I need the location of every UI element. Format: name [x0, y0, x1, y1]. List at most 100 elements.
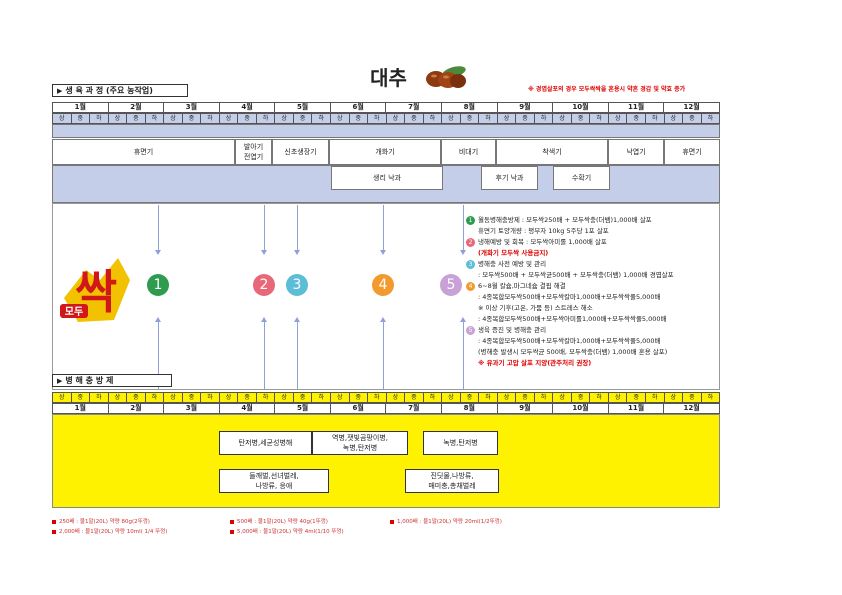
month-cell: 9월	[496, 102, 553, 113]
month-cell: 10월	[552, 102, 608, 113]
growth-section-label: ▶생 육 과 정 (주요 농작업)	[52, 84, 188, 97]
dekad-cell: 하	[533, 113, 553, 124]
stage-row: 휴면기 발아기 전엽기 신초생장기 개화기 비대기 착색기 낙엽기 휴면기	[52, 139, 720, 165]
red-square-icon	[230, 519, 234, 524]
step-marker-icon: 5	[466, 326, 475, 335]
instruction-line: (개화기 모두싹 사용금지)	[466, 248, 716, 259]
dekad-cell: 하	[255, 113, 275, 124]
dekad-cell: 하	[311, 113, 330, 124]
dekad-cell: 중	[348, 392, 368, 403]
dekad-cell: 하	[200, 113, 219, 124]
pest-box-blight: 역병,잿빛곰팡이병, 녹병,탄저병	[312, 431, 408, 455]
arrowhead-down-icon	[155, 250, 161, 255]
arrowhead-down-icon	[460, 250, 466, 255]
dekad-cell: 중	[459, 392, 479, 403]
dekad-cell: 중	[181, 113, 201, 124]
modu-ssak-logo: 싹 모두	[56, 250, 136, 330]
arrow-up-1	[158, 322, 159, 390]
dekad-cell: 중	[292, 113, 312, 124]
dekad-cell: 중	[126, 113, 145, 124]
pest-box-insects-1: 들깨벌,선녀벌레, 나방류, 응애	[219, 469, 329, 493]
step-circle-3: 3	[286, 274, 308, 296]
month-cell: 10월	[552, 403, 608, 414]
instruction-text: 냉해예방 및 회복 : 모두싹아미롤 1,000배 살포	[478, 238, 607, 246]
month-cell: 7월	[385, 102, 442, 113]
arrow-down-1	[158, 205, 159, 250]
instruction-text: : 4종복합모두싹500배+모두싹아미롤1,000배+모두싹싹풀5,000배	[478, 315, 667, 323]
dekad-cell: 하	[645, 113, 664, 124]
month-cell: 4월	[218, 102, 275, 113]
month-cell: 3월	[163, 403, 219, 414]
instruction-line: : 4종복합모두싹500배+모두싹아미롤1,000배+모두싹싹풀5,000배	[466, 314, 716, 325]
blue-spacer-band	[52, 124, 720, 138]
instruction-text: (병해충 발생시 모두싹균 500배, 모두싹충(더뱀) 1,000배 혼용 살…	[478, 348, 668, 356]
step-marker-icon: 4	[466, 282, 475, 291]
instruction-text: 생육 증진 및 병해충 관리	[478, 326, 547, 334]
arrow-down-2	[264, 205, 265, 250]
step-circle-5: 5	[440, 274, 462, 296]
stage-enlargement: 비대기	[441, 139, 496, 165]
dekad-cell: 하	[367, 113, 386, 124]
instruction-line: : 모두싹500배 + 모두싹균500배 + 모두싹충(더뱀) 1,000배 경…	[466, 270, 716, 281]
arrowhead-up-icon	[261, 317, 267, 322]
dekad-cell: 상	[107, 392, 127, 403]
instruction-text: 병해충 사전 예방 및 관리	[478, 260, 547, 268]
dekad-cell: 하	[533, 392, 553, 403]
dekad-cell: 중	[292, 392, 312, 403]
stage-dormant-2: 휴면기	[664, 139, 720, 165]
month-cell: 8월	[441, 102, 497, 113]
arrowhead-down-icon	[294, 250, 300, 255]
legend-1000: 1,000배 : 물1말(20L) 약량 20ml(1/2뚜껑)	[390, 517, 502, 525]
month-cell: 9월	[496, 403, 553, 414]
dekad-cell: 상	[218, 392, 238, 403]
dekad-cell: 하	[478, 113, 497, 124]
dekad-cell: 상	[274, 113, 293, 124]
dekad-cell: 상	[607, 392, 627, 403]
instruction-line: : 4종복합모두싹500배+모두싹칼마1,000배+모두싹싹풀5,000배	[466, 292, 716, 303]
step-circle-4: 4	[372, 274, 394, 296]
instruction-text: 6~8월 칼슘,마그네슘 결핍 해결	[478, 282, 566, 290]
dekad-cell: 상	[107, 113, 127, 124]
stage-coloring: 착색기	[496, 139, 608, 165]
month-cell: 12월	[663, 102, 720, 113]
instruction-area	[52, 203, 720, 390]
dekad-cell: 하	[645, 392, 664, 403]
month-cell: 5월	[274, 102, 330, 113]
stage-leaf-fall: 낙엽기	[608, 139, 664, 165]
dekad-cell: 중	[626, 113, 645, 124]
instruction-line: ※ 유과기 고압 살포 지양(관주처리 권장)	[466, 358, 716, 369]
dekad-cell: 하	[89, 113, 108, 124]
month-cell: 8월	[441, 403, 497, 414]
dekad-cell: 중	[237, 113, 256, 124]
dekad-cell: 상	[441, 392, 460, 403]
arrow-down-3	[297, 205, 298, 250]
dekad-cell: 하	[422, 113, 442, 124]
month-cell: 1월	[52, 102, 108, 113]
stage-physiological-drop: 생리 낙과	[331, 166, 443, 190]
instruction-line: ※ 이상 기후(고온, 가뭄 등) 스트레스 해소	[466, 303, 716, 314]
arrow-up-5	[463, 322, 464, 390]
triangle-right-icon: ▶	[57, 87, 63, 95]
dekad-cell: 중	[70, 113, 90, 124]
triangle-right-icon: ▶	[57, 377, 63, 385]
red-square-icon	[390, 519, 394, 524]
dekad-cell: 상	[218, 113, 238, 124]
instruction-text: : 4종복합모두싹500배+모두싹칼마1,000배+모두싹싹풀5,000배	[478, 337, 661, 345]
dekad-cell: 상	[385, 392, 405, 403]
step-circle-1: 1	[147, 274, 169, 296]
arrowhead-up-icon	[460, 317, 466, 322]
arrowhead-up-icon	[155, 317, 161, 322]
instruction-text: ※ 이상 기후(고온, 가뭄 등) 스트레스 해소	[478, 304, 593, 312]
dekad-cell: 상	[552, 113, 571, 124]
dekad-cell: 중	[682, 113, 701, 124]
dekad-cell: 하	[700, 113, 721, 124]
dekad-cell: 상	[385, 113, 405, 124]
stage-shoot-growth: 신초생장기	[272, 139, 329, 165]
dekad-cell: 상	[663, 392, 683, 403]
